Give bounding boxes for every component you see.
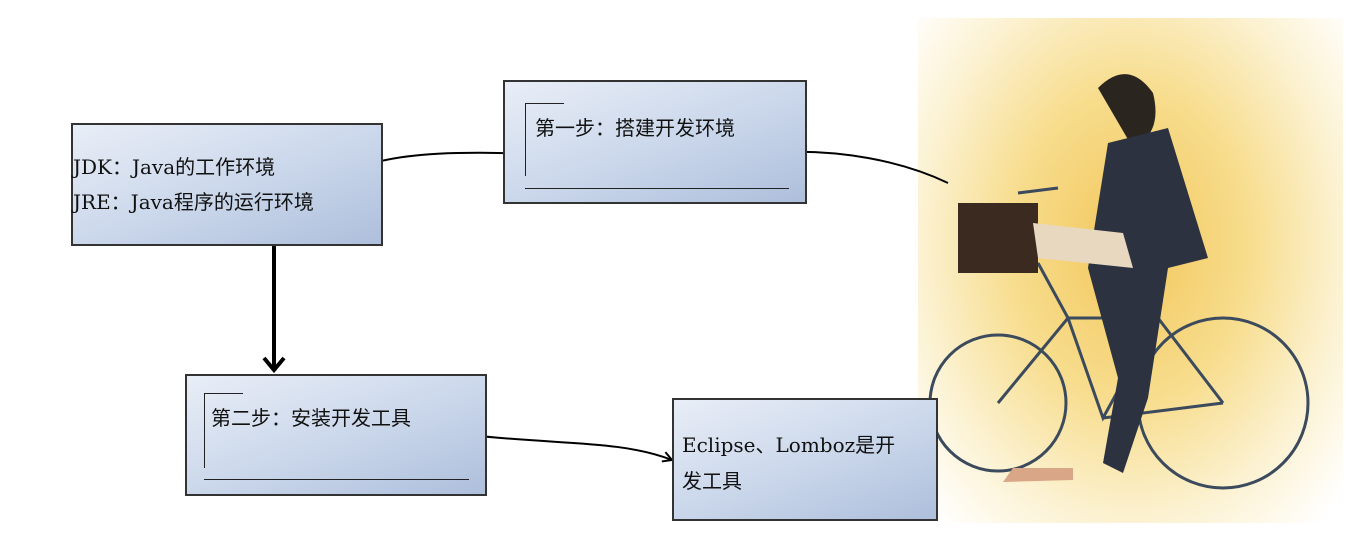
step1-label: 第一步：搭建开发环境 [535, 116, 735, 140]
illustration-boy-on-bicycle [918, 18, 1343, 523]
step2-box: 第二步：安装开发工具 [185, 374, 487, 496]
tools-description-line2: 发工具 [682, 469, 742, 493]
text-frame-marker [204, 393, 243, 468]
step1-box: 第一步：搭建开发环境 [503, 80, 807, 204]
arrow-step2-to-tools [469, 434, 672, 460]
jdk-description: JDK：Java的工作环境 [73, 155, 276, 179]
text-frame-marker [525, 103, 564, 176]
tools-box: Eclipse、Lomboz是开 发工具 [672, 398, 938, 521]
jdk-jre-box: JDK：Java的工作环境 JRE：Java程序的运行环境 [71, 123, 383, 246]
underline [525, 188, 789, 189]
underline [204, 479, 469, 480]
jre-description: JRE：Java程序的运行环境 [73, 190, 314, 214]
step2-label: 第二步：安装开发工具 [211, 406, 411, 430]
tools-description-line1: Eclipse、Lomboz是开 [682, 433, 896, 457]
